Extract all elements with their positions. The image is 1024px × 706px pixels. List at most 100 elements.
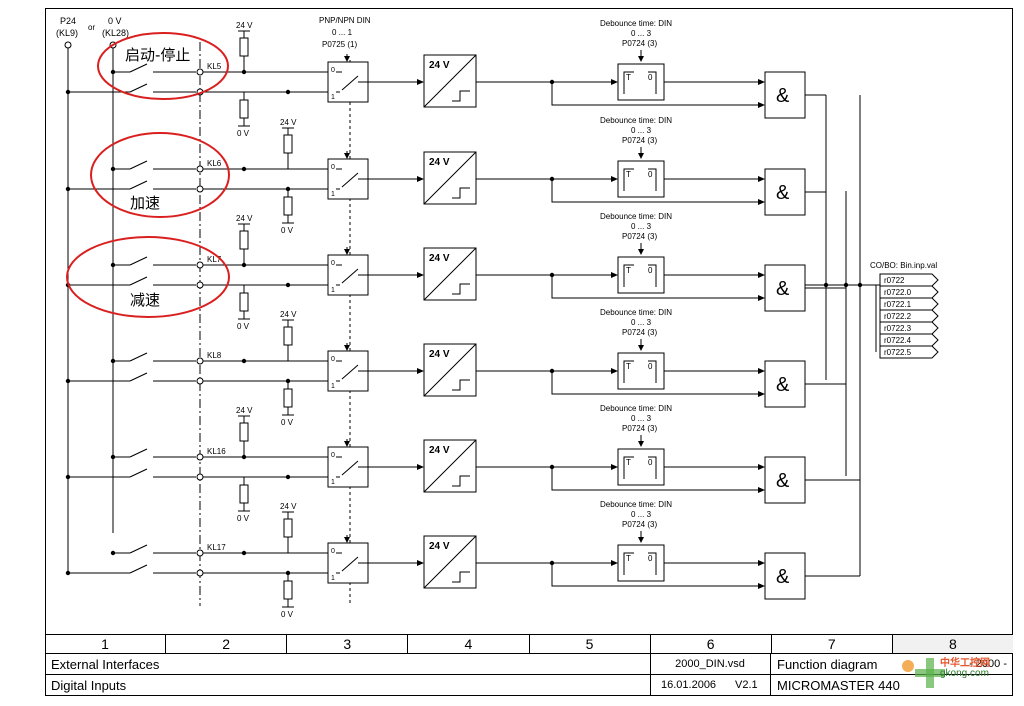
supply-plus-label: 24 V [280,310,297,319]
zone-cell: 4 [408,635,530,653]
output-param-tag [879,273,939,287]
selector-blade [341,268,359,284]
debounce-range: 0 ... 3 [631,29,652,38]
output-param-label: r0722 [884,276,905,285]
file-name: 2000_DIN.vsd [675,658,745,670]
debounce-title: Debounce time: DIN [600,19,672,28]
selector-state-0: 0 [331,260,335,267]
ov-label: 0 V [108,16,122,26]
flow-arrow-icon [758,199,765,205]
debounce-title: Debounce time: DIN [600,116,672,125]
debounce-param: P0724 (3) [622,232,657,241]
switch-contact-upper [129,448,148,458]
flow-arrow-icon [611,272,618,278]
selector-state-0: 0 [331,452,335,459]
timer-t-label: T [626,458,631,467]
selector-arrow-icon [344,537,350,543]
doc-date: 16.01.2006 [661,679,717,691]
flow-arrow-icon [417,176,424,182]
debounce-param: P0724 (3) [622,39,657,48]
converter-label: 24 V [429,349,450,360]
timer-edge [648,456,657,479]
debounce-arrow-icon [638,441,644,447]
supply-zero-label: 0 V [237,129,250,138]
and-symbol: & [776,182,790,204]
output-param-label: r0722.5 [884,348,912,357]
timer-edge [648,71,657,94]
timer-edge [623,360,634,383]
timer-t-label: T [626,73,631,82]
flow-arrow-icon [417,79,424,85]
diagram-code: - 2000 - [969,658,1007,670]
output-title: CO/BO: Bin.inp.val [870,261,937,270]
step-symbol [452,283,470,295]
and-symbol: & [776,278,790,300]
zone-cell: 5 [530,635,651,653]
debounce-title: Debounce time: DIN [600,404,672,413]
timer-edge [623,168,634,191]
converter-label: 24 V [429,541,450,552]
and-gate [764,552,806,600]
timer-edge [648,552,657,575]
selector-blade [341,75,359,91]
section-title: External Interfaces [51,657,160,672]
selector-state-1: 1 [331,94,335,101]
debounce-arrow-icon [638,153,644,159]
selector-blade [341,556,359,572]
converter-diagonal [423,54,477,108]
debounce-range: 0 ... 3 [631,318,652,327]
output-param-label: r0722.2 [884,312,912,321]
flow-arrow-icon [758,272,765,278]
supply-plus-label: 24 V [236,406,253,415]
switch-contact-lower [129,468,148,478]
supply-plus-label: 24 V [236,214,253,223]
pnp-npn-range: 0 ... 1 [332,28,353,37]
debounce-param: P0724 (3) [622,328,657,337]
flow-arrow-icon [417,272,424,278]
switch-contact-upper [129,256,148,266]
supply-zero-label: 0 V [237,322,250,331]
and-symbol: & [776,470,790,492]
drawing-frame [45,8,1013,696]
timer-edge [648,264,657,287]
flow-arrow-icon [758,391,765,397]
selector-state-0: 0 [331,356,335,363]
selector-state-0: 0 [331,67,335,74]
zone-cell: 6 [651,635,772,653]
annotation-ellipse [66,236,230,318]
terminal-label: KL16 [207,447,226,456]
switch-contact-lower [129,372,148,382]
flow-arrow-icon [611,560,618,566]
debounce-title: Debounce time: DIN [600,500,672,509]
converter-diagonal [423,151,477,205]
doc-type-label: Function diagram [777,657,878,672]
converter-label: 24 V [429,445,450,456]
step-symbol [452,187,470,199]
and-symbol: & [776,374,790,396]
output-param-tag [879,297,939,311]
output-param-label: r0722.0 [884,288,912,297]
selector-arrow-icon [344,345,350,351]
wire-bypass [551,179,760,203]
output-param-label: r0722.1 [884,300,912,309]
selector-state-1: 1 [331,287,335,294]
watermark-logo [902,658,945,688]
flow-arrow-icon [611,79,618,85]
junction-dot [241,358,247,364]
converter-diagonal [423,343,477,397]
timer-zero-label: 0 [648,266,653,275]
annotation-ellipse [90,132,230,218]
product-name: MICROMASTER 440 [777,678,900,693]
and-symbol: & [776,566,790,588]
timer-zero-label: 0 [648,73,653,82]
supply-zero-label: 0 V [237,514,250,523]
step-symbol [452,475,470,487]
timer-t-label: T [626,170,631,179]
timer-t-label: T [626,266,631,275]
flow-arrow-icon [417,560,424,566]
or-label: or [88,23,95,32]
wire-bypass [551,82,760,106]
supply-plus-label: 24 V [236,21,253,30]
switch-contact-lower [129,180,148,190]
